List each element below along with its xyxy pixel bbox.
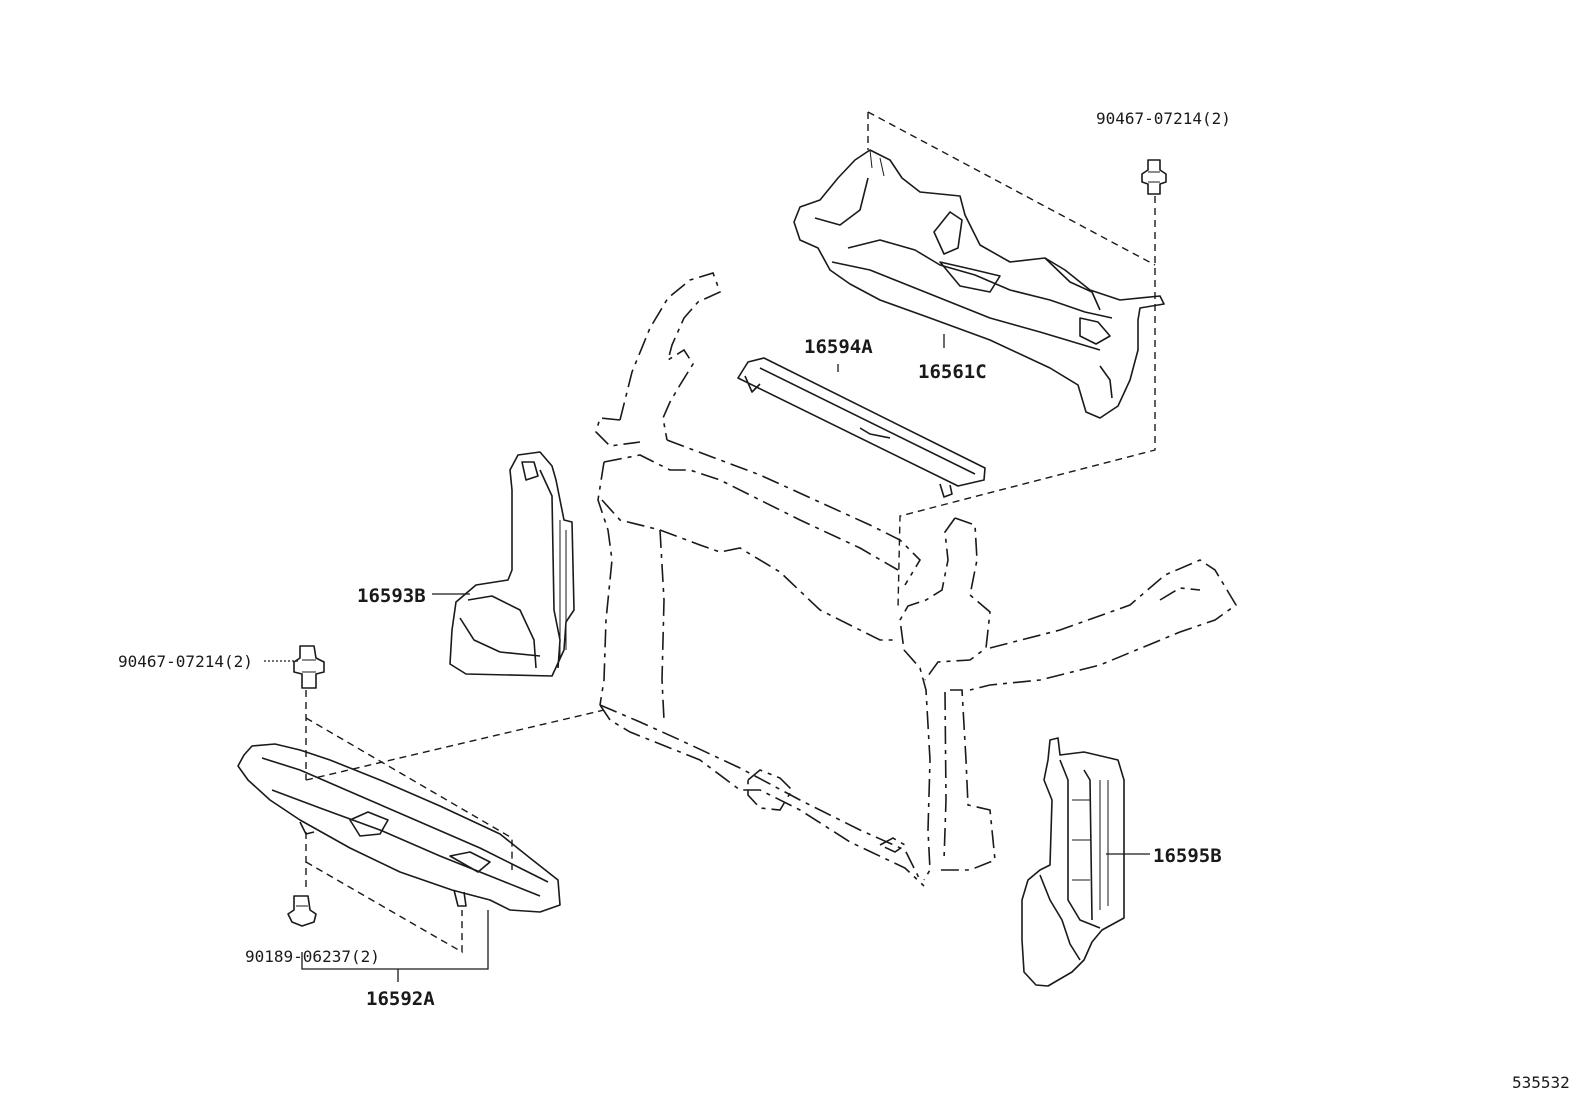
radiator-support-phantom — [595, 272, 1238, 887]
clip-top-right-icon — [1141, 159, 1167, 195]
part-16593B-left-side-seal — [449, 451, 575, 677]
label-16561C: 16561C — [918, 361, 987, 383]
assembly-guide-lines — [305, 111, 1156, 954]
label-16592A: 16592A — [366, 988, 435, 1010]
label-16594A: 16594A — [804, 336, 873, 358]
label-clip-top-right: 90467-07214(2) — [1096, 109, 1231, 128]
clip-left-icon — [293, 645, 325, 689]
leader-lines — [264, 334, 1150, 982]
part-16594A-upper-bar — [737, 357, 986, 498]
label-clip-left: 90467-07214(2) — [118, 652, 253, 671]
clip-bottom-icon — [287, 895, 317, 927]
label-clip-bottom: 90189-06237(2) — [245, 947, 380, 966]
reference-number: 535532 — [1512, 1073, 1570, 1092]
part-16592A-lower-seal — [237, 743, 561, 913]
label-16593B: 16593B — [357, 585, 426, 607]
label-16595B: 16595B — [1153, 845, 1222, 867]
part-16561C-upper-seal — [793, 149, 1165, 419]
part-16595B-right-side-seal — [1021, 737, 1125, 987]
